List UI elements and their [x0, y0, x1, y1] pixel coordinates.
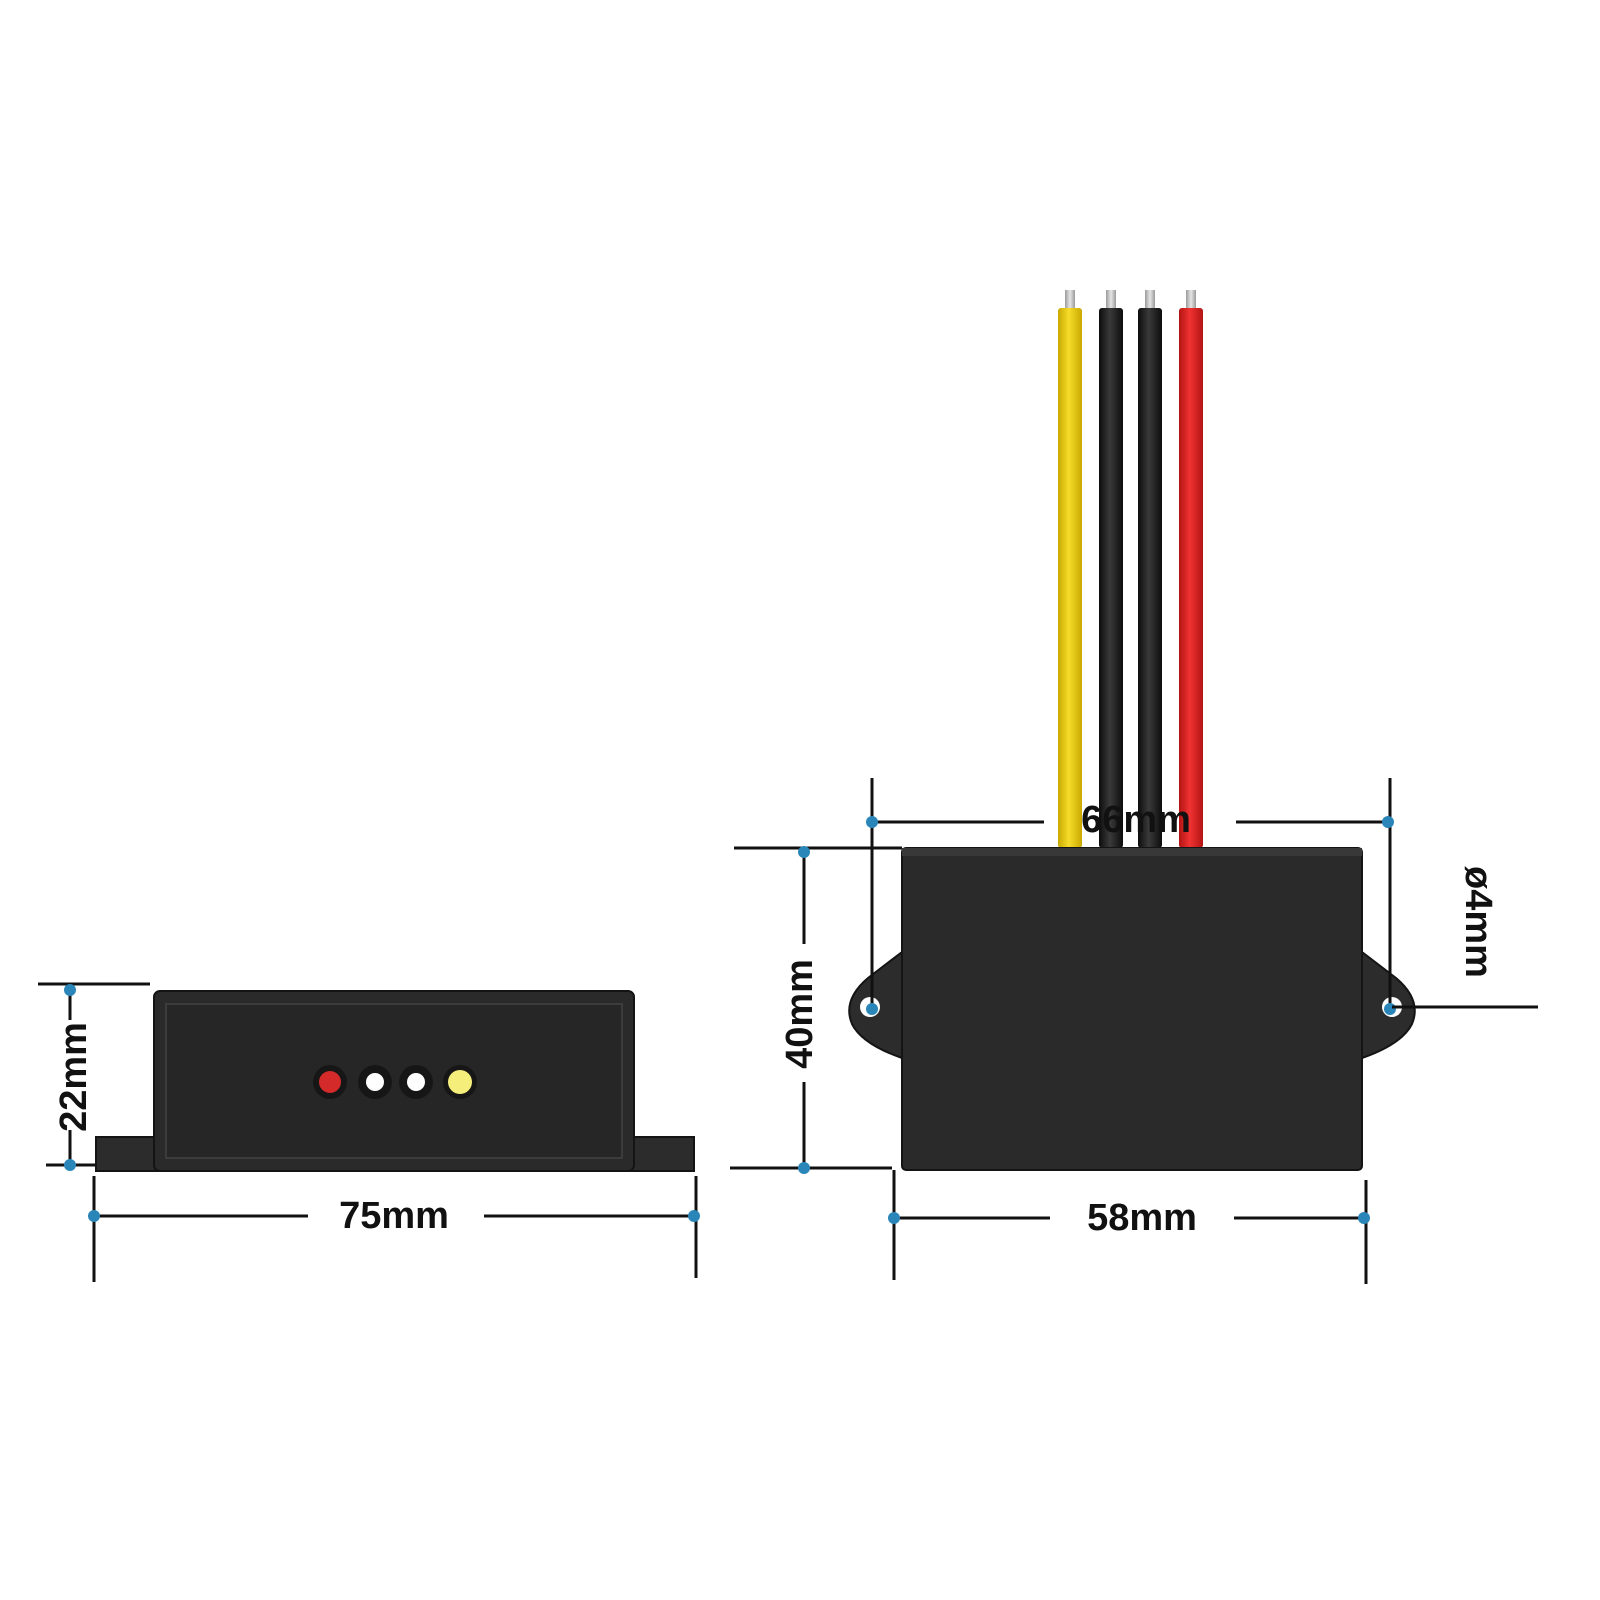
indicator-yellow-lens: [448, 1070, 472, 1094]
side-height-marker-bottom: [64, 1159, 76, 1171]
front-height-marker-top: [798, 846, 810, 858]
indicator-white-1-lens: [366, 1073, 384, 1091]
wires: [1058, 290, 1203, 848]
front-height-marker-bottom: [798, 1162, 810, 1174]
wire-black-1: [1099, 290, 1123, 848]
mount-spacing-marker-left: [866, 816, 878, 828]
hole-diameter-label: ø4mm: [1457, 866, 1499, 978]
side-view-indicators: [313, 1065, 477, 1099]
wire-black-2: [1138, 290, 1162, 848]
front-width-dimension: [892, 1170, 1368, 1284]
wire-red: [1179, 290, 1203, 848]
mount-hole-marker-right: [1384, 1003, 1396, 1015]
indicator-yellow: [443, 1065, 477, 1099]
mount-hole-marker-left: [866, 1003, 878, 1015]
side-width-marker-left: [88, 1210, 100, 1222]
side-height-label: 22mm: [53, 1022, 95, 1132]
indicator-red: [313, 1065, 347, 1099]
side-width-marker-right: [688, 1210, 700, 1222]
front-width-marker-right: [1358, 1212, 1370, 1224]
mount-spacing-label: 66mm: [1081, 799, 1191, 841]
front-view-housing: [901, 847, 1363, 1171]
side-view-inner-panel: [165, 1003, 623, 1159]
front-height-dimension: [730, 846, 902, 1170]
indicator-white-1: [358, 1065, 392, 1099]
side-height-marker-top: [64, 984, 76, 996]
front-width-label: 58mm: [1087, 1197, 1197, 1239]
indicator-red-lens: [319, 1071, 341, 1093]
front-height-label: 40mm: [779, 959, 821, 1069]
mount-spacing-marker-right: [1382, 816, 1394, 828]
indicator-white-2: [399, 1065, 433, 1099]
wire-yellow: [1058, 290, 1082, 848]
front-view-housing-top-edge: [902, 848, 1362, 856]
side-width-dimension: [92, 1176, 698, 1282]
side-width-label: 75mm: [339, 1195, 449, 1237]
indicator-white-2-lens: [407, 1073, 425, 1091]
front-width-marker-left: [888, 1212, 900, 1224]
front-view: [848, 290, 1416, 1171]
side-view: 22mm 75mm: [38, 982, 700, 1282]
